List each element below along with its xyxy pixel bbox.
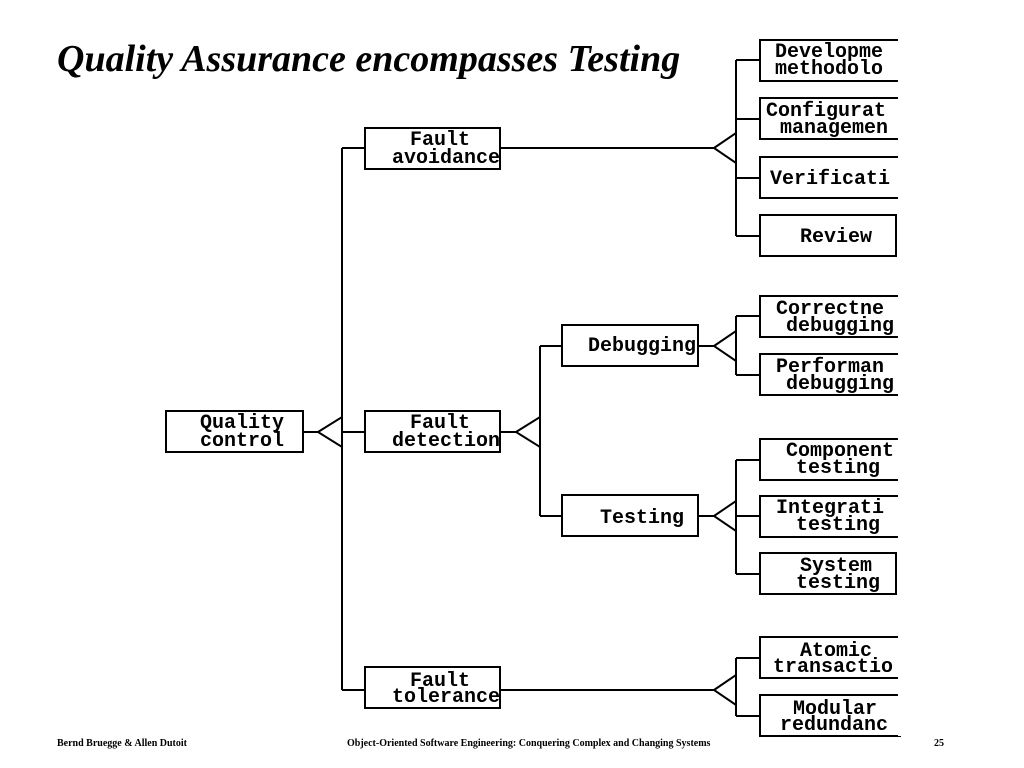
node-label-debugging: Debugging <box>588 335 696 358</box>
node-boxes <box>165 39 901 737</box>
node-label-performance-debugging-line-1: Performan <box>776 356 884 379</box>
node-label-modular-redundancy-line-1: Modular <box>793 698 877 721</box>
node-label-fault-detection-line-2: detection <box>392 430 500 453</box>
node-box-fault-detection <box>364 410 501 453</box>
generalization-triangle-fault-detection <box>514 415 541 449</box>
node-label-atomic-transactions-line-2: transactio <box>773 656 893 679</box>
node-label-fault-detection-line-1: Fault <box>410 412 470 435</box>
footer-page-number: 25 <box>934 738 944 749</box>
node-label-modular-redundancy-line-2: redundanc <box>780 714 888 737</box>
generalization-triangle-debugging <box>712 329 737 363</box>
node-box-verification <box>759 156 901 199</box>
node-label-component-testing-line-1: Component <box>786 440 894 463</box>
node-box-testing <box>561 494 699 537</box>
generalization-triangles <box>316 131 737 707</box>
generalization-triangle-quality-control <box>316 415 343 449</box>
footer-book-title: Object-Oriented Software Engineering: Co… <box>347 738 711 749</box>
footer-authors: Bernd Bruegge & Allen Dutoit <box>57 738 187 749</box>
node-label-fault-tolerance-line-2: tolerance <box>392 686 500 709</box>
node-box-review <box>759 214 897 257</box>
node-label-correctness-debugging-line-1: Correctne <box>776 298 884 321</box>
right-edge-mask <box>898 0 1024 736</box>
node-label-development-methodology-line-1: Developme <box>775 41 883 64</box>
node-label-component-testing-line-2: testing <box>796 457 880 480</box>
node-label-integration-testing-line-2: testing <box>796 514 880 537</box>
node-label-system-testing-line-1: System <box>800 555 872 578</box>
node-label-performance-debugging-line-2: debugging <box>786 373 894 396</box>
generalization-triangle-fault-tolerance <box>712 673 737 707</box>
node-box-debugging <box>561 324 699 367</box>
node-label-system-testing-line-2: testing <box>796 572 880 595</box>
node-label-atomic-transactions-line-1: Atomic <box>800 640 872 663</box>
node-label-verification: Verificati <box>770 168 890 191</box>
generalization-triangle-fault-avoidance <box>712 131 737 165</box>
node-label-review: Review <box>800 226 872 249</box>
node-box-fault-tolerance <box>364 666 501 709</box>
node-label-quality-control-line-1: Quality <box>200 412 284 435</box>
slide-title: Quality Assurance encompasses Testing <box>57 38 681 80</box>
node-box-performance-debugging <box>759 353 901 396</box>
node-label-development-methodology-line-2: methodolo <box>775 58 883 81</box>
node-label-correctness-debugging-line-2: debugging <box>786 315 894 338</box>
node-box-atomic-transactions <box>759 636 901 679</box>
node-label-fault-avoidance-line-1: Fault <box>410 129 470 152</box>
node-box-quality-control <box>165 410 304 453</box>
node-label-fault-avoidance-line-2: avoidance <box>392 147 500 170</box>
node-box-system-testing <box>759 552 897 595</box>
node-label-fault-tolerance-line-1: Fault <box>410 670 470 693</box>
node-label-configuration-management-line-1: Configurat <box>766 100 886 123</box>
node-label-integration-testing-line-1: Integrati <box>776 497 884 520</box>
node-box-component-testing <box>759 438 901 481</box>
generalization-triangle-testing <box>712 499 737 533</box>
node-label-quality-control-line-2: control <box>200 430 284 453</box>
node-box-fault-avoidance <box>364 127 501 170</box>
node-label-testing: Testing <box>600 507 684 530</box>
node-label-configuration-management-line-2: managemen <box>780 117 888 140</box>
